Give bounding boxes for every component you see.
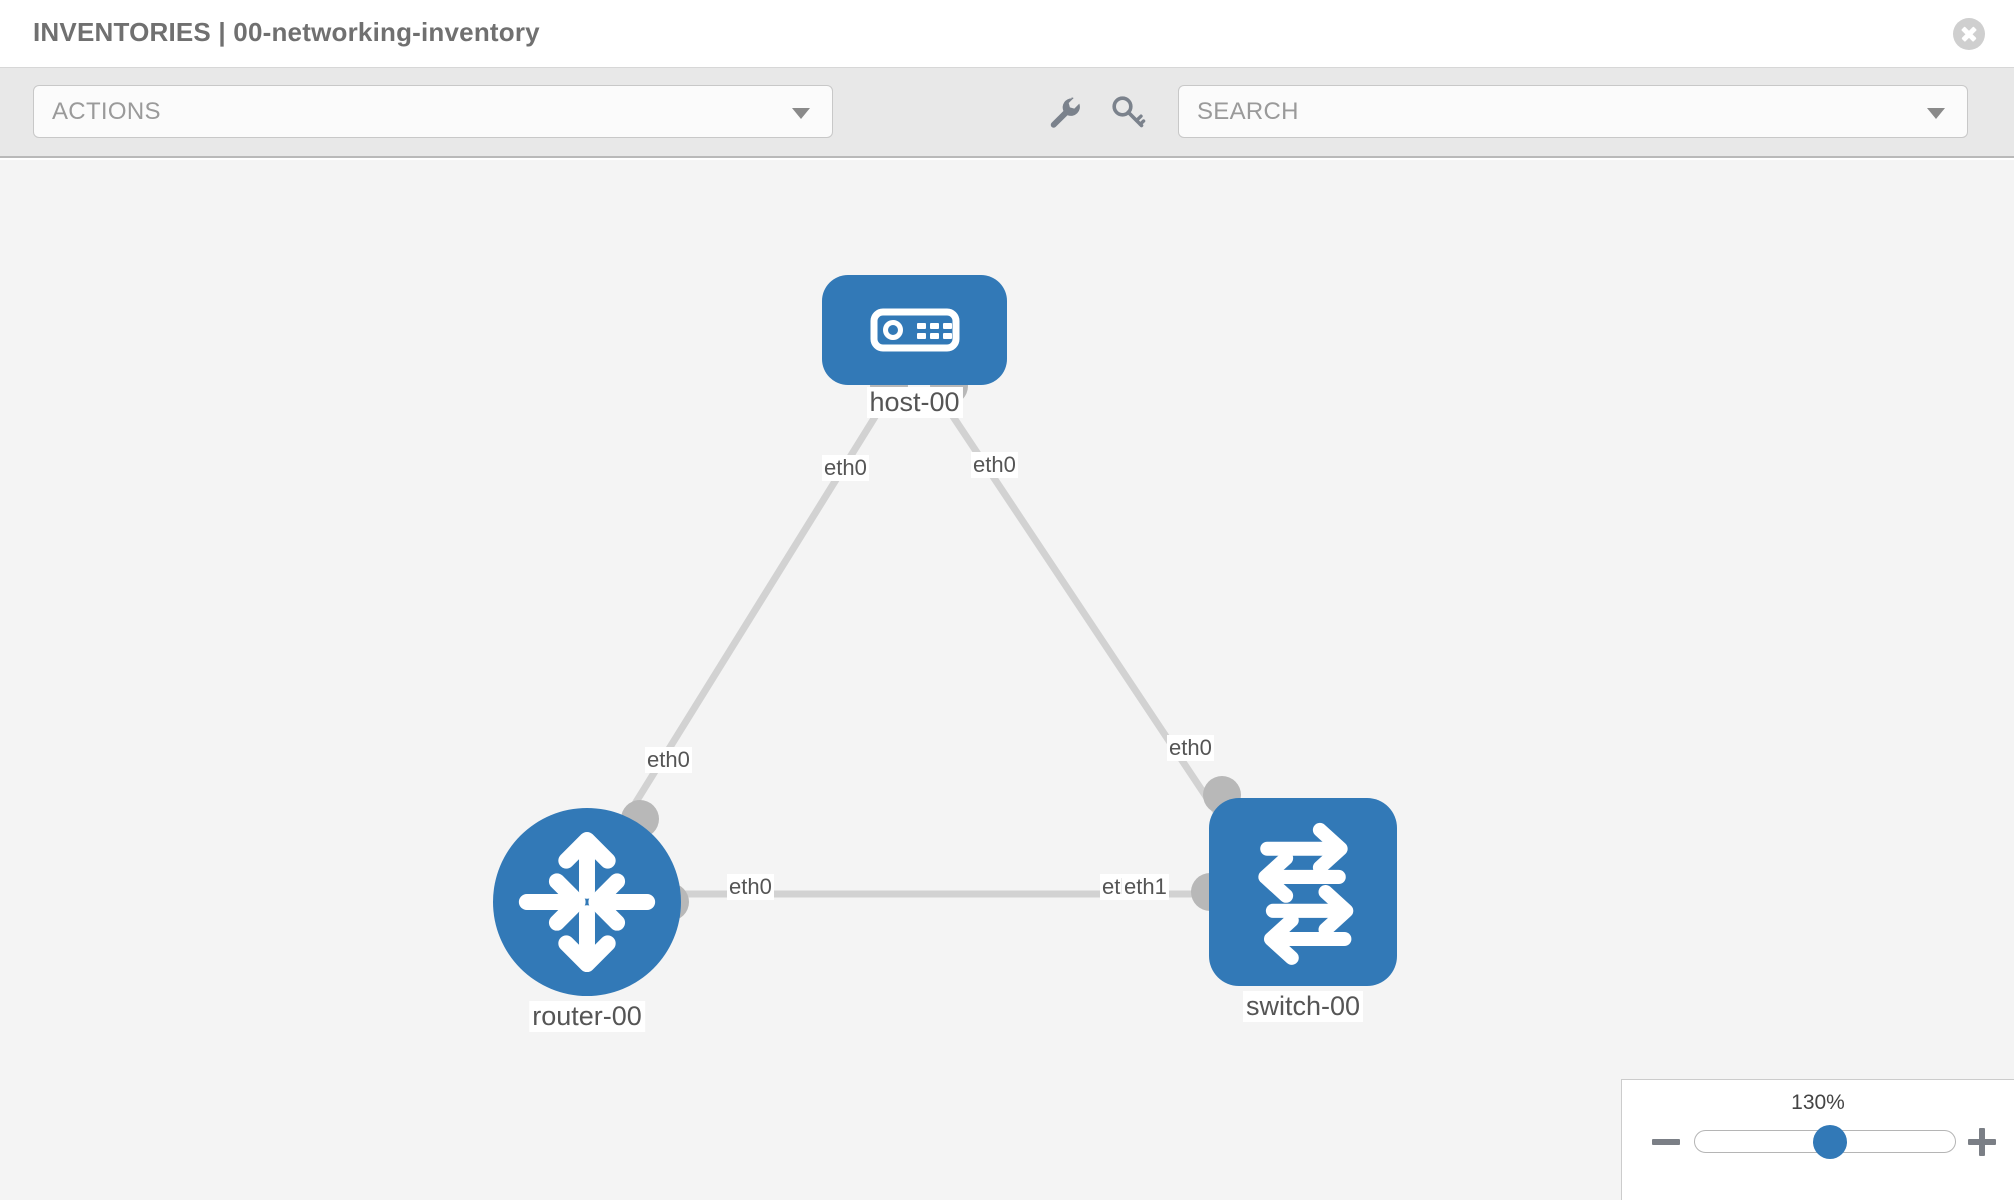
minus-icon[interactable] bbox=[1652, 1128, 1680, 1156]
plus-icon[interactable] bbox=[1968, 1128, 1996, 1156]
topology-links bbox=[596, 408, 1239, 898]
chevron-down-icon bbox=[1927, 107, 1945, 119]
router-arrows-icon bbox=[518, 831, 656, 973]
actions-dropdown[interactable]: ACTIONS bbox=[33, 85, 833, 138]
zoom-slider-thumb[interactable] bbox=[1813, 1125, 1848, 1159]
node-host-00-label: host-00 bbox=[866, 387, 963, 418]
zoom-slider-track[interactable] bbox=[1694, 1125, 1956, 1159]
chevron-down-icon bbox=[792, 107, 810, 119]
toolbar: ACTIONS SEARCH bbox=[0, 68, 2014, 158]
node-host-00[interactable]: host-00 bbox=[822, 275, 1007, 425]
wrench-icon[interactable] bbox=[1046, 94, 1082, 130]
search-input[interactable]: SEARCH bbox=[1178, 85, 1968, 138]
search-placeholder: SEARCH bbox=[1197, 97, 1299, 125]
edge-label-switch00-up: eth0 bbox=[1167, 735, 1214, 761]
switch-arrows-icon bbox=[1258, 822, 1354, 965]
topology-canvas[interactable]: host-00 bbox=[0, 160, 2014, 1200]
node-switch-00-shape bbox=[1209, 798, 1397, 986]
page-header: INVENTORIES | 00-networking-inventory bbox=[0, 0, 2014, 68]
edge-label-router00-up: eth0 bbox=[645, 747, 692, 773]
edge-label-host00-right: eth0 bbox=[971, 452, 1018, 478]
node-switch-00-label: switch-00 bbox=[1242, 991, 1364, 1022]
link-host00-router00 bbox=[596, 408, 882, 864]
zoom-control-panel: 130% bbox=[1621, 1079, 2014, 1200]
node-switch-00[interactable]: switch-00 bbox=[1191, 776, 1397, 1028]
edge-label-router00-right: eth0 bbox=[727, 874, 774, 900]
node-router-00-shape bbox=[493, 808, 681, 996]
server-icon bbox=[870, 308, 960, 352]
node-host-00-shape bbox=[822, 275, 1007, 385]
node-router-00[interactable]: router-00 bbox=[493, 800, 689, 1038]
page-title: INVENTORIES | 00-networking-inventory bbox=[33, 17, 540, 47]
key-icon[interactable] bbox=[1110, 94, 1146, 130]
actions-dropdown-label: ACTIONS bbox=[52, 97, 161, 125]
edge-label-host00-left: eth0 bbox=[822, 455, 869, 481]
close-icon[interactable] bbox=[1953, 18, 1985, 50]
node-router-00-label: router-00 bbox=[529, 1001, 645, 1032]
link-host00-switch00 bbox=[946, 408, 1239, 844]
zoom-level-label: 130% bbox=[1791, 1091, 1845, 1114]
edge-label-switch00-left: eth1 bbox=[1122, 874, 1169, 900]
